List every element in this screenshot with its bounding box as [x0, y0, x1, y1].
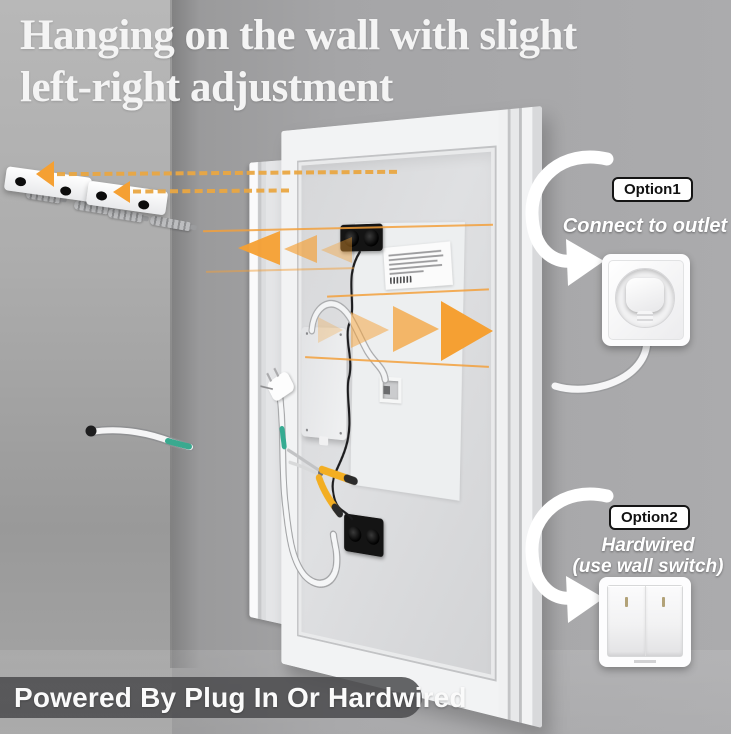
adjust-arrow-left	[36, 161, 54, 187]
option1-badge: Option1	[612, 177, 693, 202]
wall-left	[0, 0, 172, 734]
wall-corner-shadow	[170, 0, 200, 668]
option1-description: Connect to outlet	[562, 215, 728, 237]
bracket-hole	[14, 176, 27, 187]
rocker-indicator	[624, 597, 628, 607]
switch-rocker	[608, 586, 645, 656]
cord-green-band	[282, 429, 284, 446]
page-title: Hanging on the wall with slight left-rig…	[20, 10, 660, 114]
bracket-hole	[137, 199, 150, 211]
adjust-arrow-right	[393, 306, 439, 352]
adjust-arrow-right	[318, 317, 343, 343]
mirror-back-view	[249, 106, 542, 728]
adjust-arrow-left	[284, 235, 317, 263]
banner-text: Powered By Plug In Or Hardwired	[14, 681, 467, 713]
switch-plate	[607, 585, 683, 657]
option2-description-line2: (use wall switch)	[572, 556, 724, 577]
bracket-hole	[95, 190, 108, 202]
title-line-2: left-right adjustment	[20, 64, 393, 111]
switch-rocker	[645, 586, 682, 656]
outlet-plug-neck	[637, 311, 653, 323]
option2-badge: Option2	[609, 505, 690, 530]
outlet-plug	[626, 278, 664, 312]
option2-description-line1: Hardwired	[601, 535, 695, 556]
pliers-handle-tip	[347, 479, 354, 481]
adjust-arrow-left	[321, 237, 352, 263]
rocker-indicator	[662, 597, 666, 607]
outlet	[602, 254, 690, 346]
adjust-arrow-right	[441, 301, 493, 361]
adjust-arrow-left	[238, 231, 280, 265]
bottom-banner: Powered By Plug In Or Hardwired	[0, 677, 467, 718]
wall-switch	[599, 577, 691, 667]
pliers-handle-tip	[335, 508, 340, 514]
switch-brand-mark	[634, 660, 656, 663]
adjust-arrow-right	[351, 312, 389, 348]
bracket-hole	[59, 185, 72, 197]
wiring-illustration	[270, 106, 542, 728]
adjust-arrow-left	[113, 181, 130, 203]
title-line-1: Hanging on the wall with slight	[20, 12, 577, 59]
